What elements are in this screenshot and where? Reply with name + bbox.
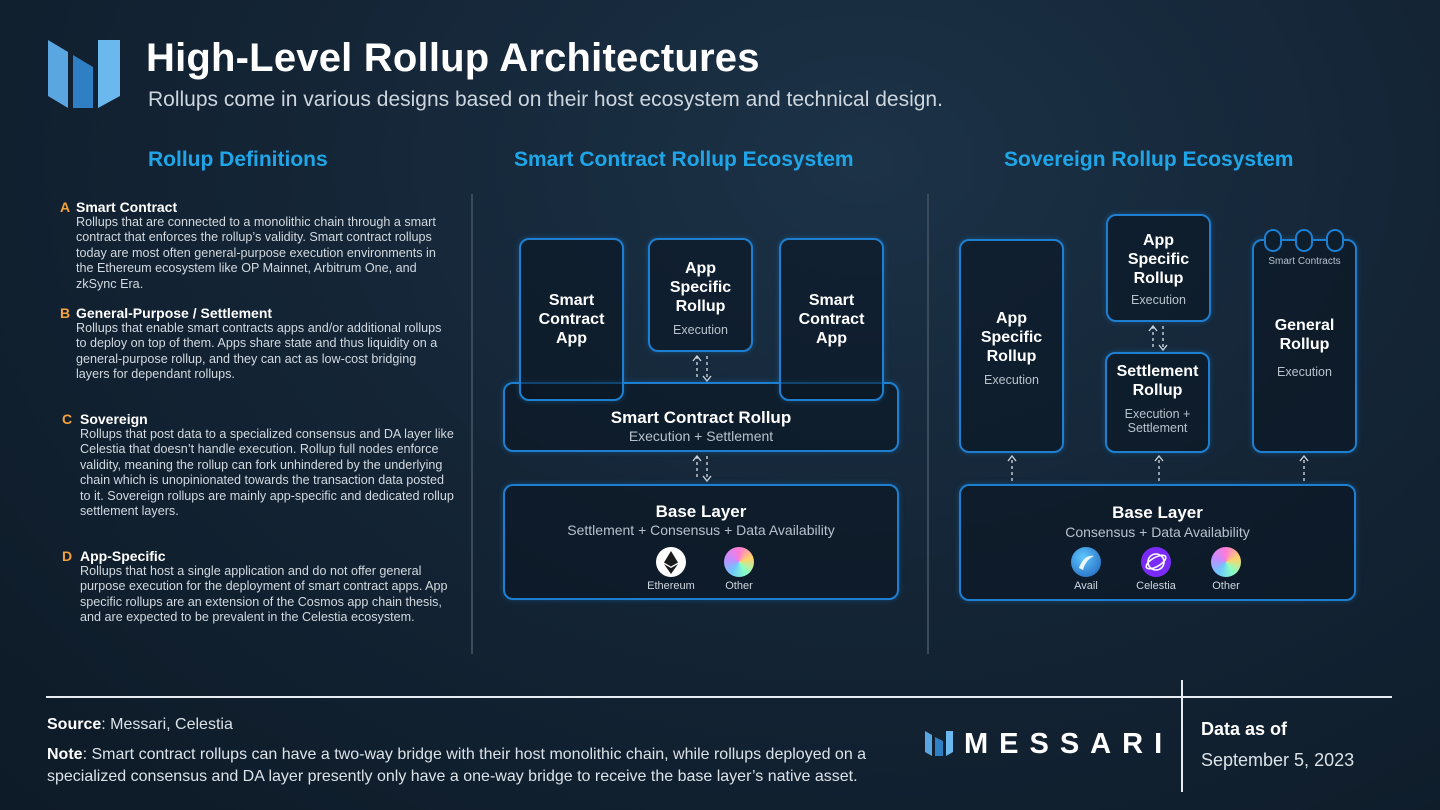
app-title: Smart Contract App xyxy=(538,292,605,347)
data-date: September 5, 2023 xyxy=(1201,750,1355,770)
note-text: : Smart contract rollups can have a two-… xyxy=(47,746,867,785)
base-layer-title: Base Layer xyxy=(655,502,747,521)
source-text: : Messari, Celestia xyxy=(101,716,233,733)
definition-title: App-Specific xyxy=(80,548,166,564)
note-line: Note: Smart contract rollups can have a … xyxy=(47,744,927,788)
heading-smart-contract-ecosystem: Smart Contract Rollup Ecosystem xyxy=(514,148,854,171)
general-rollup-box: Smart Contracts General Rollup Execution xyxy=(1252,239,1357,453)
chain-label-other: Other xyxy=(725,580,753,592)
sov-app-specific-rollup-box: App Specific Rollup Execution xyxy=(959,239,1064,453)
sov-app-specific-top-box: App Specific Rollup Execution xyxy=(1106,214,1211,322)
definition-app-specific: D App-Specific Rollups that host a singl… xyxy=(62,548,455,626)
smart-contract-app-box-left: Smart Contract App xyxy=(519,238,624,401)
smart-contracts-tag: Smart Contracts xyxy=(1268,256,1341,267)
chain-label-celestia: Celestia xyxy=(1136,580,1176,592)
page-subtitle: Rollups come in various designs based on… xyxy=(148,88,943,111)
rollup-title: Smart Contract Rollup xyxy=(610,408,792,427)
source-line: Source: Messari, Celestia xyxy=(47,716,233,734)
smart-contract-app-box-right: Smart Contract App xyxy=(779,238,884,401)
app-title: Smart Contract App xyxy=(798,292,865,347)
settlement-subtitle: Execution + Settlement xyxy=(1124,407,1191,435)
messari-wordmark: MESSARI xyxy=(964,728,1174,760)
definition-text: Rollups that post data to a specialized … xyxy=(80,427,454,519)
celestia-icon xyxy=(1141,547,1171,577)
smart-contract-nodes-icon xyxy=(1264,229,1344,252)
app-specific-title: App Specific Rollup xyxy=(669,260,732,315)
column-divider xyxy=(927,194,929,654)
definition-letter: A xyxy=(60,199,71,215)
rollup-subtitle: Execution + Settlement xyxy=(628,428,774,444)
settlement-rollup-box: Settlement Rollup Execution + Settlement xyxy=(1105,352,1210,453)
app-specific-subtitle: Execution xyxy=(984,373,1039,387)
chain-label-other: Other xyxy=(1212,580,1240,592)
ethereum-icon xyxy=(656,547,686,577)
general-rollup-title: General Rollup xyxy=(1274,317,1335,353)
definition-title: Sovereign xyxy=(80,411,148,427)
avail-icon xyxy=(1071,547,1101,577)
source-label: Source xyxy=(47,716,102,733)
other-chain-icon xyxy=(1211,547,1241,577)
app-specific-title: App Specific Rollup xyxy=(1127,232,1190,287)
heading-sovereign-ecosystem: Sovereign Rollup Ecosystem xyxy=(1004,148,1294,171)
chain-label-ethereum: Ethereum xyxy=(647,580,695,592)
messari-mark-icon xyxy=(925,731,953,756)
definition-title: Smart Contract xyxy=(76,199,178,215)
app-specific-rollup-box: App Specific Rollup Execution xyxy=(648,238,753,352)
base-layer-subtitle: Settlement + Consensus + Data Availabili… xyxy=(567,522,835,538)
definition-general-purpose: B General-Purpose / Settlement Rollups t… xyxy=(60,305,451,383)
page-title: High-Level Rollup Architectures xyxy=(146,36,760,80)
definition-text: Rollups that are connected to a monolith… xyxy=(76,215,436,291)
sov-base-layer-box: Base Layer Consensus + Data Availability xyxy=(959,484,1356,601)
definition-text: Rollups that host a single application a… xyxy=(80,564,448,625)
definition-title: General-Purpose / Settlement xyxy=(76,305,273,321)
messari-logo-icon xyxy=(48,40,120,108)
data-as-of-label: Data as of xyxy=(1201,719,1288,739)
base-layer-subtitle: Consensus + Data Availability xyxy=(1065,524,1250,540)
other-chain-icon xyxy=(724,547,754,577)
base-layer-title: Base Layer xyxy=(1112,503,1203,522)
heading-rollup-definitions: Rollup Definitions xyxy=(148,148,328,171)
footer-divider xyxy=(46,696,1392,698)
footer-vertical-divider xyxy=(1181,680,1183,792)
definition-smart-contract: A Smart Contract Rollups that are connec… xyxy=(60,199,451,292)
definition-letter: B xyxy=(60,305,71,321)
chain-label-avail: Avail xyxy=(1074,580,1098,592)
column-divider xyxy=(471,194,473,654)
app-specific-subtitle: Execution xyxy=(1131,293,1186,307)
definition-letter: C xyxy=(62,411,73,427)
note-label: Note xyxy=(47,746,83,763)
sc-base-layer-box: Base Layer Settlement + Consensus + Data… xyxy=(503,484,899,600)
definition-text: Rollups that enable smart contracts apps… xyxy=(76,321,442,382)
app-specific-title: App Specific Rollup xyxy=(980,310,1043,365)
app-specific-subtitle: Execution xyxy=(673,323,728,337)
definition-sovereign: C Sovereign Rollups that post data to a … xyxy=(62,411,455,519)
definition-letter: D xyxy=(62,548,73,564)
settlement-title: Settlement Rollup xyxy=(1116,363,1199,399)
general-rollup-subtitle: Execution xyxy=(1277,365,1332,379)
